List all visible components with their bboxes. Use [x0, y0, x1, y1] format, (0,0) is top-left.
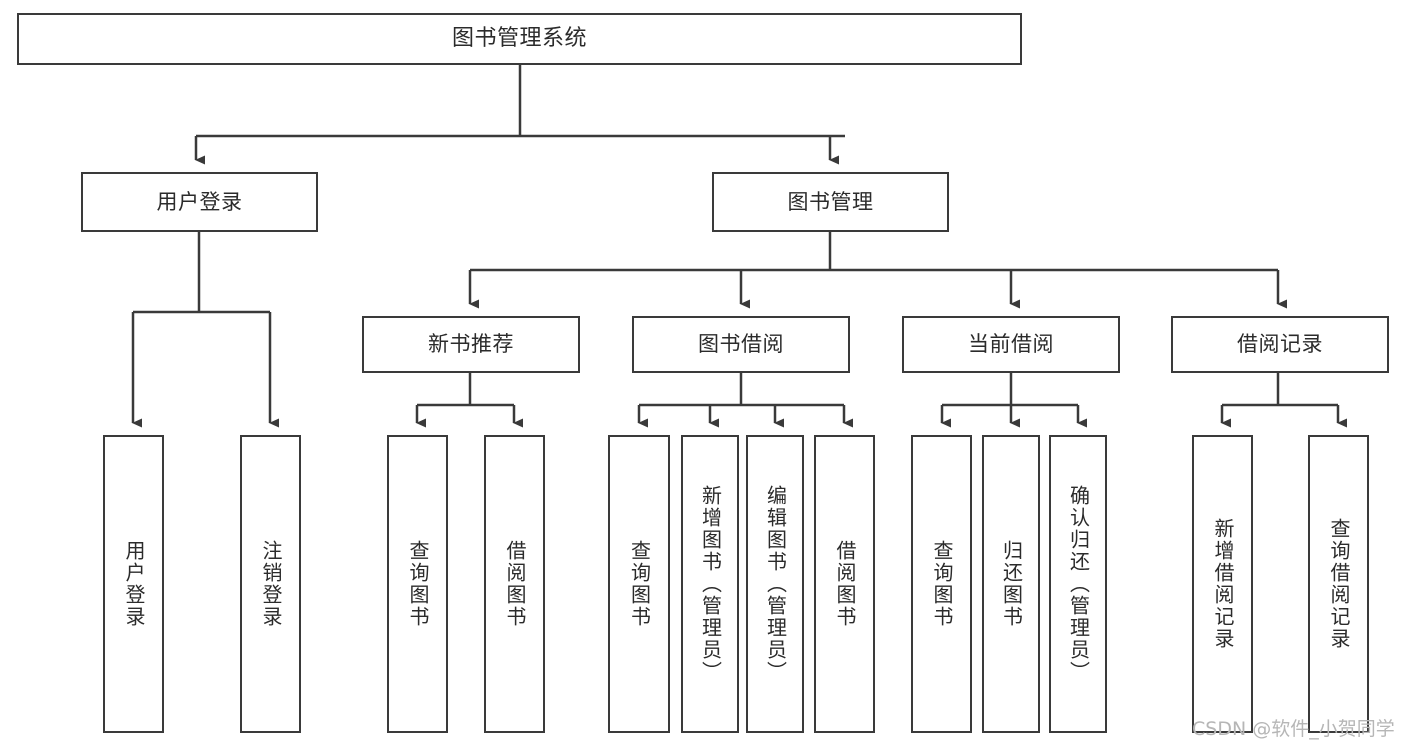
- node-label: 查询图书: [627, 540, 652, 628]
- node-current-borrow[interactable]: 当前借阅: [902, 316, 1120, 373]
- leaf-user-login-signout[interactable]: 注销登录: [240, 435, 301, 733]
- leaf-book-borrow-query[interactable]: 查询图书: [608, 435, 670, 733]
- node-label: 当前借阅: [968, 332, 1054, 357]
- leaf-current-borrow-confirm[interactable]: 确认归还（管理员）: [1049, 435, 1107, 733]
- leaf-borrow-record-add[interactable]: 新增借阅记录: [1192, 435, 1253, 733]
- node-label: 新增图书（管理员）: [698, 485, 723, 683]
- node-new-book-recommend[interactable]: 新书推荐: [362, 316, 580, 373]
- node-borrow-record[interactable]: 借阅记录: [1171, 316, 1389, 373]
- leaf-new-book-borrow[interactable]: 借阅图书: [484, 435, 545, 733]
- node-label: 用户登录: [156, 189, 243, 214]
- node-label: 图书管理系统: [451, 26, 587, 52]
- node-label: 借阅图书: [503, 540, 527, 628]
- node-label: 查询借阅记录: [1327, 518, 1351, 650]
- node-label: 注销登录: [259, 540, 283, 628]
- leaf-current-borrow-return[interactable]: 归还图书: [982, 435, 1040, 733]
- node-label: 借阅记录: [1237, 332, 1323, 357]
- node-book-management[interactable]: 图书管理: [712, 172, 949, 232]
- leaf-book-borrow-lend[interactable]: 借阅图书: [814, 435, 875, 733]
- leaf-book-borrow-add[interactable]: 新增图书（管理员）: [681, 435, 739, 733]
- leaf-current-borrow-query[interactable]: 查询图书: [911, 435, 972, 733]
- leaf-new-book-query[interactable]: 查询图书: [387, 435, 448, 733]
- node-root-system[interactable]: 图书管理系统: [17, 13, 1022, 65]
- leaf-book-borrow-edit[interactable]: 编辑图书（管理员）: [746, 435, 804, 733]
- node-label: 归还图书: [999, 540, 1024, 628]
- node-label: 图书管理: [787, 189, 874, 214]
- node-label: 查询图书: [406, 540, 430, 628]
- node-user-login[interactable]: 用户登录: [81, 172, 318, 232]
- node-label: 确认归还（管理员）: [1066, 485, 1091, 683]
- node-label: 新书推荐: [428, 332, 514, 357]
- node-book-borrow[interactable]: 图书借阅: [632, 316, 850, 373]
- node-label: 借阅图书: [833, 540, 857, 628]
- node-label: 查询图书: [930, 540, 954, 628]
- node-label: 用户登录: [122, 540, 146, 628]
- node-label: 编辑图书（管理员）: [763, 485, 788, 683]
- leaf-borrow-record-query[interactable]: 查询借阅记录: [1308, 435, 1369, 733]
- node-label: 图书借阅: [698, 332, 784, 357]
- csdn-watermark: CSDN @软件_小贺同学: [1192, 718, 1395, 740]
- leaf-user-login-signin[interactable]: 用户登录: [103, 435, 164, 733]
- node-label: 新增借阅记录: [1211, 518, 1235, 650]
